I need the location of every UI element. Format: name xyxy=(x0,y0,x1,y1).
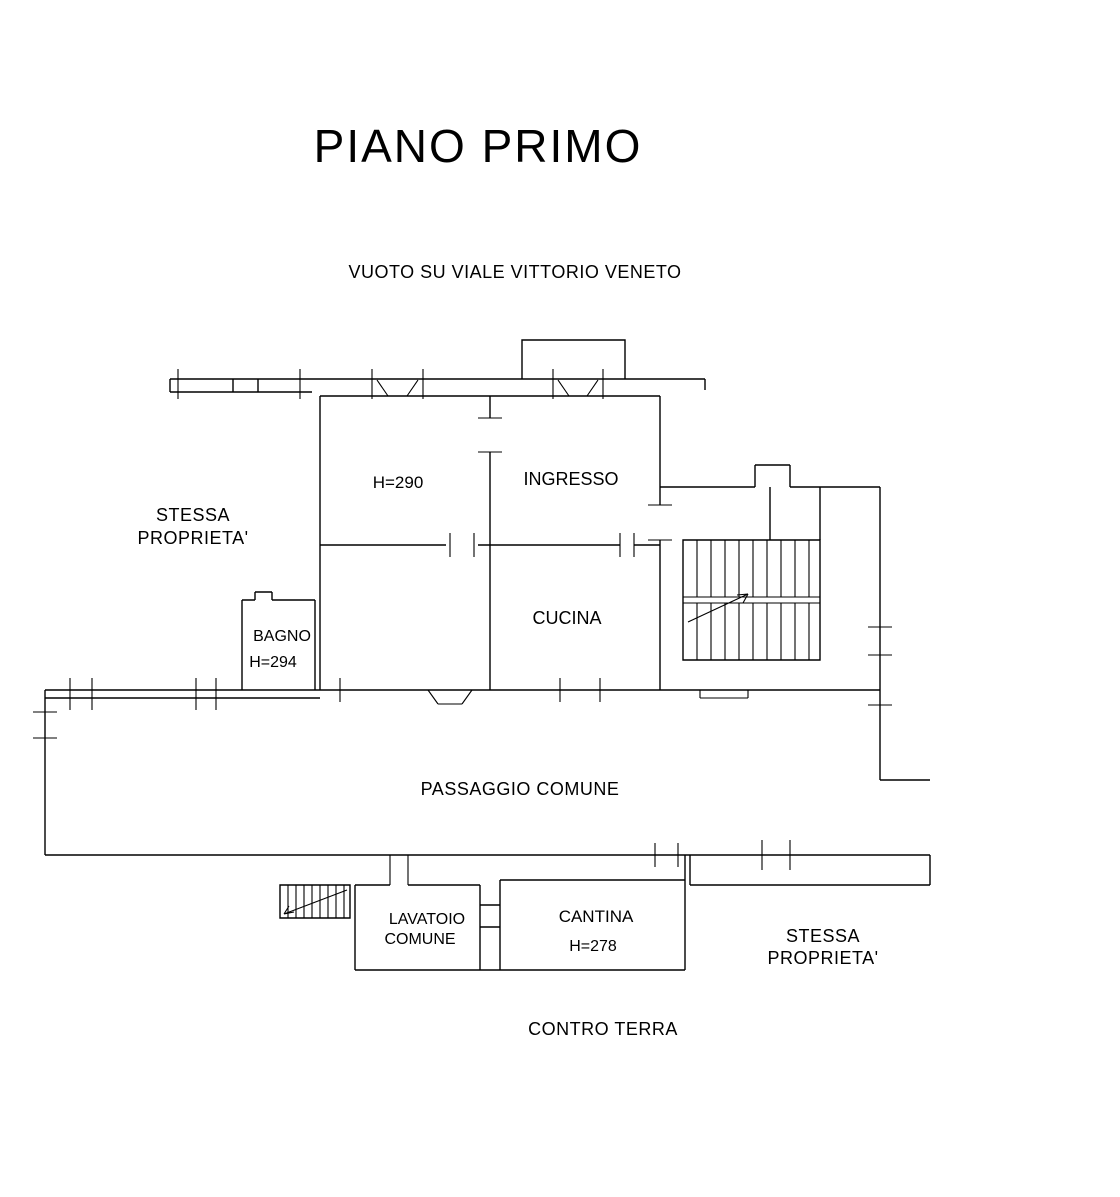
corridor-break-marks xyxy=(33,678,791,885)
stair-hall-outline xyxy=(660,464,930,781)
cucina-label: CUCINA xyxy=(532,608,601,628)
basement-staircase-symbol xyxy=(279,884,351,919)
stair-hall-break-marks xyxy=(868,626,892,706)
lavatoio-label-line2: COMUNE xyxy=(384,931,455,948)
stessa-proprieta-right-line2: PROPRIETA' xyxy=(767,948,878,968)
balcony-outline xyxy=(521,339,626,379)
bottom-window-symbols xyxy=(339,678,749,705)
basement-staircase-outline xyxy=(279,884,351,919)
corridor-outline xyxy=(44,689,930,856)
top-wall-lines xyxy=(169,378,706,393)
basement-staircase-arrow xyxy=(283,889,348,915)
stessa-proprieta-left-line1: STESSA xyxy=(156,505,230,525)
stessa-proprieta-right-line1: STESSA xyxy=(786,926,860,946)
top-window-symbols xyxy=(177,369,604,399)
bagno-walls xyxy=(241,591,316,690)
contro-terra-label: CONTRO TERRA xyxy=(528,1019,678,1039)
bagno-outline xyxy=(241,591,316,690)
lavatoio-cantina-outline xyxy=(354,855,931,971)
stessa-proprieta-left-line2: PROPRIETA' xyxy=(137,528,248,548)
basement-staircase-treads xyxy=(287,885,345,918)
door-break-marks xyxy=(449,417,672,557)
main-staircase-symbol xyxy=(682,539,821,661)
bagno-label: BAGNO xyxy=(253,628,311,645)
lavatoio-label-line1: LAVATOIO xyxy=(389,911,465,928)
stairwell-block xyxy=(660,464,930,781)
exterior-top-wall xyxy=(169,339,706,399)
labels: PIANO PRIMO VUOTO SU VIALE VITTORIO VENE… xyxy=(137,120,878,1039)
staircase-direction-arrow xyxy=(687,593,749,623)
cantina-height-label: H=278 xyxy=(569,938,617,955)
passaggio-comune-label: PASSAGGIO COMUNE xyxy=(421,779,620,799)
staircase-outline xyxy=(682,539,821,661)
page-title: PIANO PRIMO xyxy=(314,120,643,172)
apartment-walls xyxy=(319,395,749,705)
staircase-treads xyxy=(683,540,820,660)
basement-block-walls xyxy=(354,855,931,971)
interior-partitions xyxy=(320,396,660,690)
ingresso-label: INGRESSO xyxy=(523,469,618,489)
corridor-walls xyxy=(33,678,930,885)
bagno-height-label: H=294 xyxy=(249,654,297,671)
vuoto-su-viale-label: VUOTO SU VIALE VITTORIO VENETO xyxy=(348,262,681,282)
room-height-290-label: H=290 xyxy=(373,473,424,492)
cantina-label: CANTINA xyxy=(559,907,634,926)
